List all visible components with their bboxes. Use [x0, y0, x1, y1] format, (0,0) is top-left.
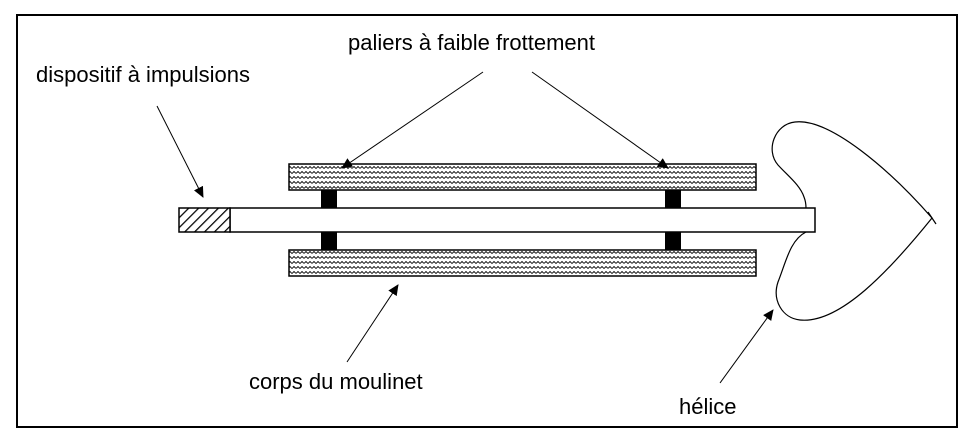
label-pulse-device: dispositif à impulsions — [36, 62, 250, 87]
arrow-bearings-left — [341, 71, 484, 169]
shaft — [229, 207, 816, 233]
reel-body-lower-plate — [288, 249, 757, 277]
arrow-pulse-device — [156, 105, 204, 198]
pulse-device-block — [178, 207, 231, 233]
arrow-reel-body — [346, 284, 399, 363]
bearing-right-bottom — [665, 232, 681, 250]
label-propeller: hélice — [679, 394, 736, 419]
arrow-bearings-right — [531, 71, 669, 169]
label-reel-body: corps du moulinet — [249, 369, 423, 394]
diagram-frame — [16, 14, 958, 428]
reel-body-upper-plate — [288, 163, 757, 191]
bearing-left-top — [321, 190, 337, 208]
label-bearings: paliers à faible frottement — [348, 30, 595, 55]
arrow-propeller — [719, 309, 774, 384]
propeller-outline — [771, 121, 933, 321]
propeller-tip — [927, 211, 937, 225]
bearing-right-top — [665, 190, 681, 208]
bearing-left-bottom — [321, 232, 337, 250]
